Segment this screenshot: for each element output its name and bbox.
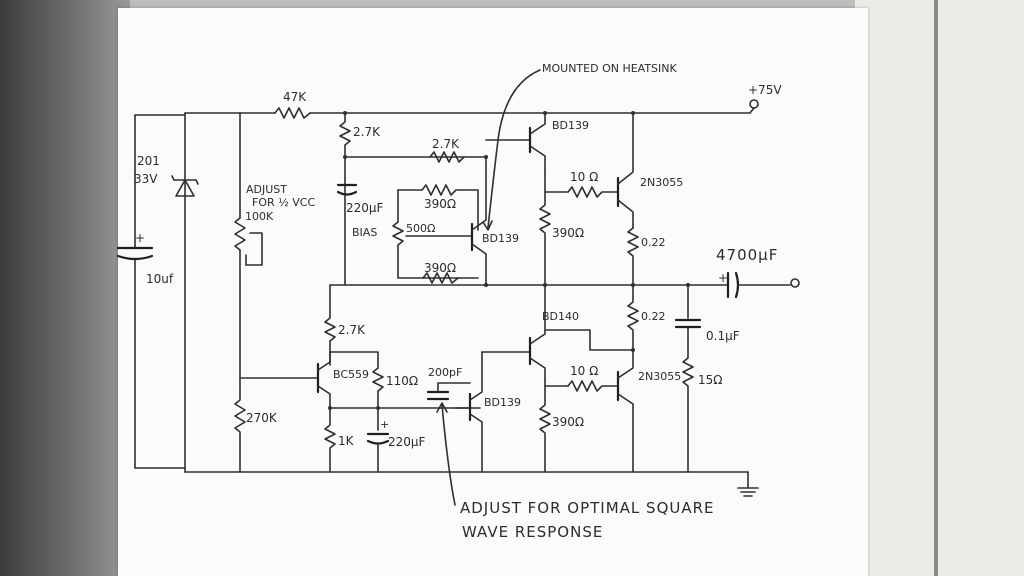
- background-tile-wall: [855, 0, 1024, 576]
- capacitor-4700uf: +: [718, 271, 800, 299]
- transistor-bd139-top: [485, 112, 546, 174]
- label-10-bot: 10 Ω: [570, 364, 598, 378]
- pot-100k: [234, 112, 263, 379]
- label-2-7k-mid: 2.7K: [432, 137, 460, 151]
- label-bc559: BC559: [333, 368, 369, 381]
- zobel-network: [674, 284, 702, 473]
- ground-rail: [184, 471, 759, 497]
- label-mounted: MOUNTED ON HEATSINK: [542, 62, 678, 75]
- annotation-arrows: [436, 69, 541, 506]
- svg-text:+: +: [135, 231, 145, 245]
- transistor-bd139-low: [454, 351, 483, 473]
- transistor-2n3055-bot: [616, 349, 634, 473]
- resistor-390-bot: [539, 379, 569, 473]
- background-left-shadow: [0, 0, 130, 576]
- label-1k: 1K: [338, 434, 355, 448]
- transistor-2n3055-top: [616, 112, 634, 229]
- resistor-1k: [324, 407, 336, 473]
- label-pot-500: 500Ω: [406, 222, 435, 235]
- tile-grout-line: [934, 0, 938, 576]
- zener-diode: [171, 175, 199, 197]
- label-bias: BIAS: [352, 226, 377, 239]
- label-zener-33v: 33V: [134, 172, 158, 186]
- capacitor-220uf-top: [336, 183, 358, 196]
- resistor-2-7k-mid: [429, 151, 465, 163]
- label-cap-10uf: 10uf: [146, 272, 174, 286]
- label-cap-0-1: 0.1μF: [706, 329, 740, 343]
- resistor-270k: [234, 377, 319, 473]
- capacitor-200pf: [426, 382, 471, 401]
- resistor-2-7k-low: [324, 284, 336, 366]
- label-note-1: ADJUST FOR OPTIMAL SQUARE: [460, 499, 715, 517]
- resistor-10-bot: [567, 380, 619, 392]
- label-110: 110Ω: [386, 374, 418, 388]
- capacitor-220uf-bot: +: [366, 407, 389, 473]
- label-270k: 270K: [246, 411, 278, 425]
- resistor-390-mid: [539, 172, 569, 286]
- label-bd139-low: BD139: [484, 396, 521, 409]
- label-zener-201: 201: [137, 154, 160, 168]
- label-bd140: BD140: [542, 310, 579, 323]
- svg-text:+: +: [380, 418, 389, 431]
- label-390-bot: 390Ω: [552, 415, 584, 429]
- resistor-0-22-top: [627, 227, 639, 286]
- label-supply: +75V: [748, 83, 782, 97]
- bias-network: [392, 184, 479, 284]
- transistor-bd139-mid: [470, 156, 487, 286]
- label-390-top: 390Ω: [424, 197, 456, 211]
- transistor-bd140: [481, 284, 634, 381]
- label-47k: 47K: [283, 90, 307, 104]
- paper-sheet: [118, 8, 868, 576]
- label-adjust-2: FOR ½ VCC: [252, 196, 315, 209]
- label-pot-100k: 100K: [245, 210, 274, 223]
- transistor-bc559: [316, 351, 379, 409]
- label-bd139-top: BD139: [552, 119, 589, 132]
- label-cap-200p: 200pF: [428, 366, 462, 379]
- label-390-e: 390Ω: [552, 226, 584, 240]
- label-cap-4700: 4700μF: [716, 246, 778, 264]
- junction-dots: [328, 111, 690, 410]
- svg-text:+: +: [718, 271, 728, 285]
- label-0-22-top: 0.22: [641, 236, 666, 249]
- resistor-0-22-bot: [627, 284, 639, 351]
- label-2-7k-top: 2.7K: [353, 125, 381, 139]
- label-adjust-1: ADJUST: [246, 183, 287, 196]
- label-390-mid: 390Ω: [424, 261, 456, 275]
- power-rail: [184, 99, 759, 114]
- label-2n3055-top: 2N3055: [640, 176, 683, 189]
- left-bus: +: [116, 112, 186, 473]
- label-15: 15Ω: [698, 373, 722, 387]
- resistor-2-7k-top: [339, 112, 486, 286]
- label-note-2: WAVE RESPONSE: [462, 523, 603, 541]
- label-cap-220-top: 220μF: [346, 201, 384, 215]
- resistor-47k: [274, 107, 311, 119]
- label-cap-220-bot: 220μF: [388, 435, 426, 449]
- label-0-22-bot: 0.22: [641, 310, 666, 323]
- label-2-7k-low: 2.7K: [338, 323, 366, 337]
- label-10-top: 10 Ω: [570, 170, 598, 184]
- label-2n3055-bot: 2N3055: [638, 370, 681, 383]
- resistor-10-top: [567, 186, 619, 198]
- label-bd139-mid: BD139: [482, 232, 519, 245]
